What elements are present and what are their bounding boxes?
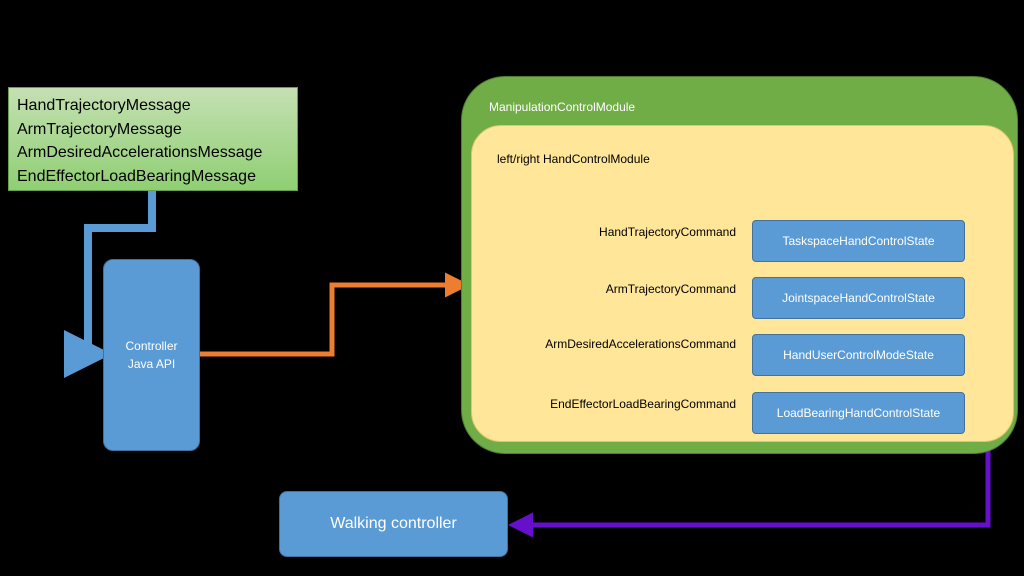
state-taskspace-hand-control: TaskspaceHandControlState xyxy=(752,220,965,262)
message-hand-trajectory: HandTrajectoryMessage xyxy=(17,97,191,114)
controller-label-line2: Java API xyxy=(127,357,176,371)
state-hand-user-control-mode: HandUserControlModeState xyxy=(752,334,965,376)
walking-controller-box: Walking controller xyxy=(279,491,508,557)
controller-label-line1: Controller xyxy=(125,339,178,353)
state-jointspace-hand-control: JointspaceHandControlState xyxy=(752,277,965,319)
command-arm-desired-accelerations: ArmDesiredAccelerationsCommand xyxy=(545,337,736,351)
state-load-bearing-hand-control: LoadBearingHandControlState xyxy=(752,392,965,434)
message-end-effector-load-bearing: EndEffectorLoadBearingMessage xyxy=(17,167,256,185)
messages-box: HandTrajectoryMessage ArmTrajectoryMessa… xyxy=(8,87,298,191)
command-end-effector-load-bearing: EndEffectorLoadBearingCommand xyxy=(550,397,736,411)
hand-control-module-title: left/right HandControlModule xyxy=(497,152,650,166)
command-arm-trajectory: ArmTrajectoryCommand xyxy=(605,282,736,296)
message-arm-desired-accelerations: ArmDesiredAccelerationsMessage xyxy=(17,144,263,161)
orange-arrow-controller-to-module xyxy=(200,272,470,357)
controller-java-api-box: Controller Java API xyxy=(103,259,200,451)
message-arm-trajectory: ArmTrajectoryMessage xyxy=(17,120,182,138)
manipulation-control-module-title: ManipulationControlModule xyxy=(489,100,636,114)
command-hand-trajectory: HandTrajectoryCommand xyxy=(599,225,736,239)
